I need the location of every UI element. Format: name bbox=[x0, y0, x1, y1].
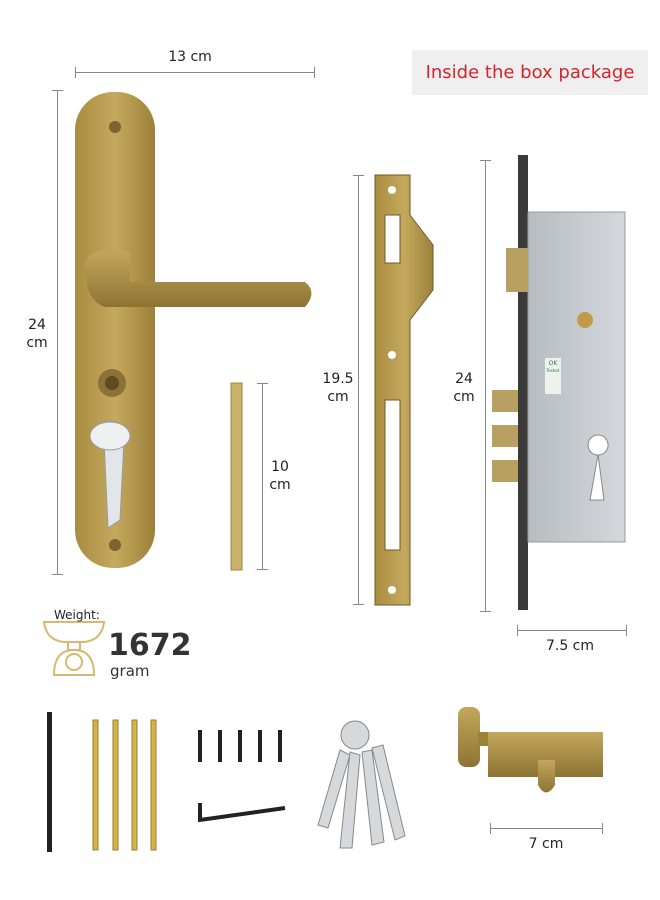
strike-height-line bbox=[353, 175, 364, 605]
lockbody-width-label: 7.5 cm bbox=[545, 638, 595, 654]
spindle-value: 10 bbox=[271, 459, 289, 475]
handle-width-line bbox=[75, 67, 315, 78]
ok-tested-label: OK Tested bbox=[545, 360, 561, 374]
handle-height-value: 24 bbox=[28, 317, 46, 333]
lockbody-width-line bbox=[517, 625, 627, 636]
spindle-length-label: 10 cm bbox=[266, 458, 294, 494]
strike-unit: cm bbox=[327, 389, 349, 405]
long-screw bbox=[47, 712, 52, 852]
mounting-bolts bbox=[92, 719, 157, 851]
handle-height-line bbox=[52, 90, 63, 575]
spindle-unit: cm bbox=[269, 477, 291, 493]
handle-height-unit: cm bbox=[26, 335, 48, 351]
weight-unit: gram bbox=[110, 662, 150, 680]
strike-value: 19.5 bbox=[322, 371, 354, 387]
ok-text: OK bbox=[548, 360, 558, 367]
spindle-length-line bbox=[257, 383, 268, 570]
handle-width-label: 13 cm bbox=[168, 49, 212, 65]
lockbody-height-line bbox=[480, 160, 491, 612]
euro-cylinder bbox=[458, 707, 603, 793]
lockbody-height-value: 24 bbox=[455, 371, 473, 387]
weight-label: Weight: bbox=[54, 608, 100, 622]
cylinder-width-label: 7 cm bbox=[528, 836, 564, 852]
handle-height-label: 24 cm bbox=[20, 316, 54, 352]
lockbody-height-label: 24 cm bbox=[448, 370, 480, 406]
cylinder-width-line bbox=[490, 823, 603, 834]
lockbody-height-unit: cm bbox=[453, 389, 475, 405]
tested-text: Tested bbox=[546, 368, 560, 373]
inside-box-banner: Inside the box package bbox=[412, 50, 648, 95]
allen-key bbox=[198, 803, 286, 823]
weight-value: 1672 bbox=[108, 628, 192, 663]
strike-height-label: 19.5 cm bbox=[318, 370, 358, 406]
wood-screws bbox=[198, 730, 282, 762]
keys bbox=[317, 720, 406, 849]
